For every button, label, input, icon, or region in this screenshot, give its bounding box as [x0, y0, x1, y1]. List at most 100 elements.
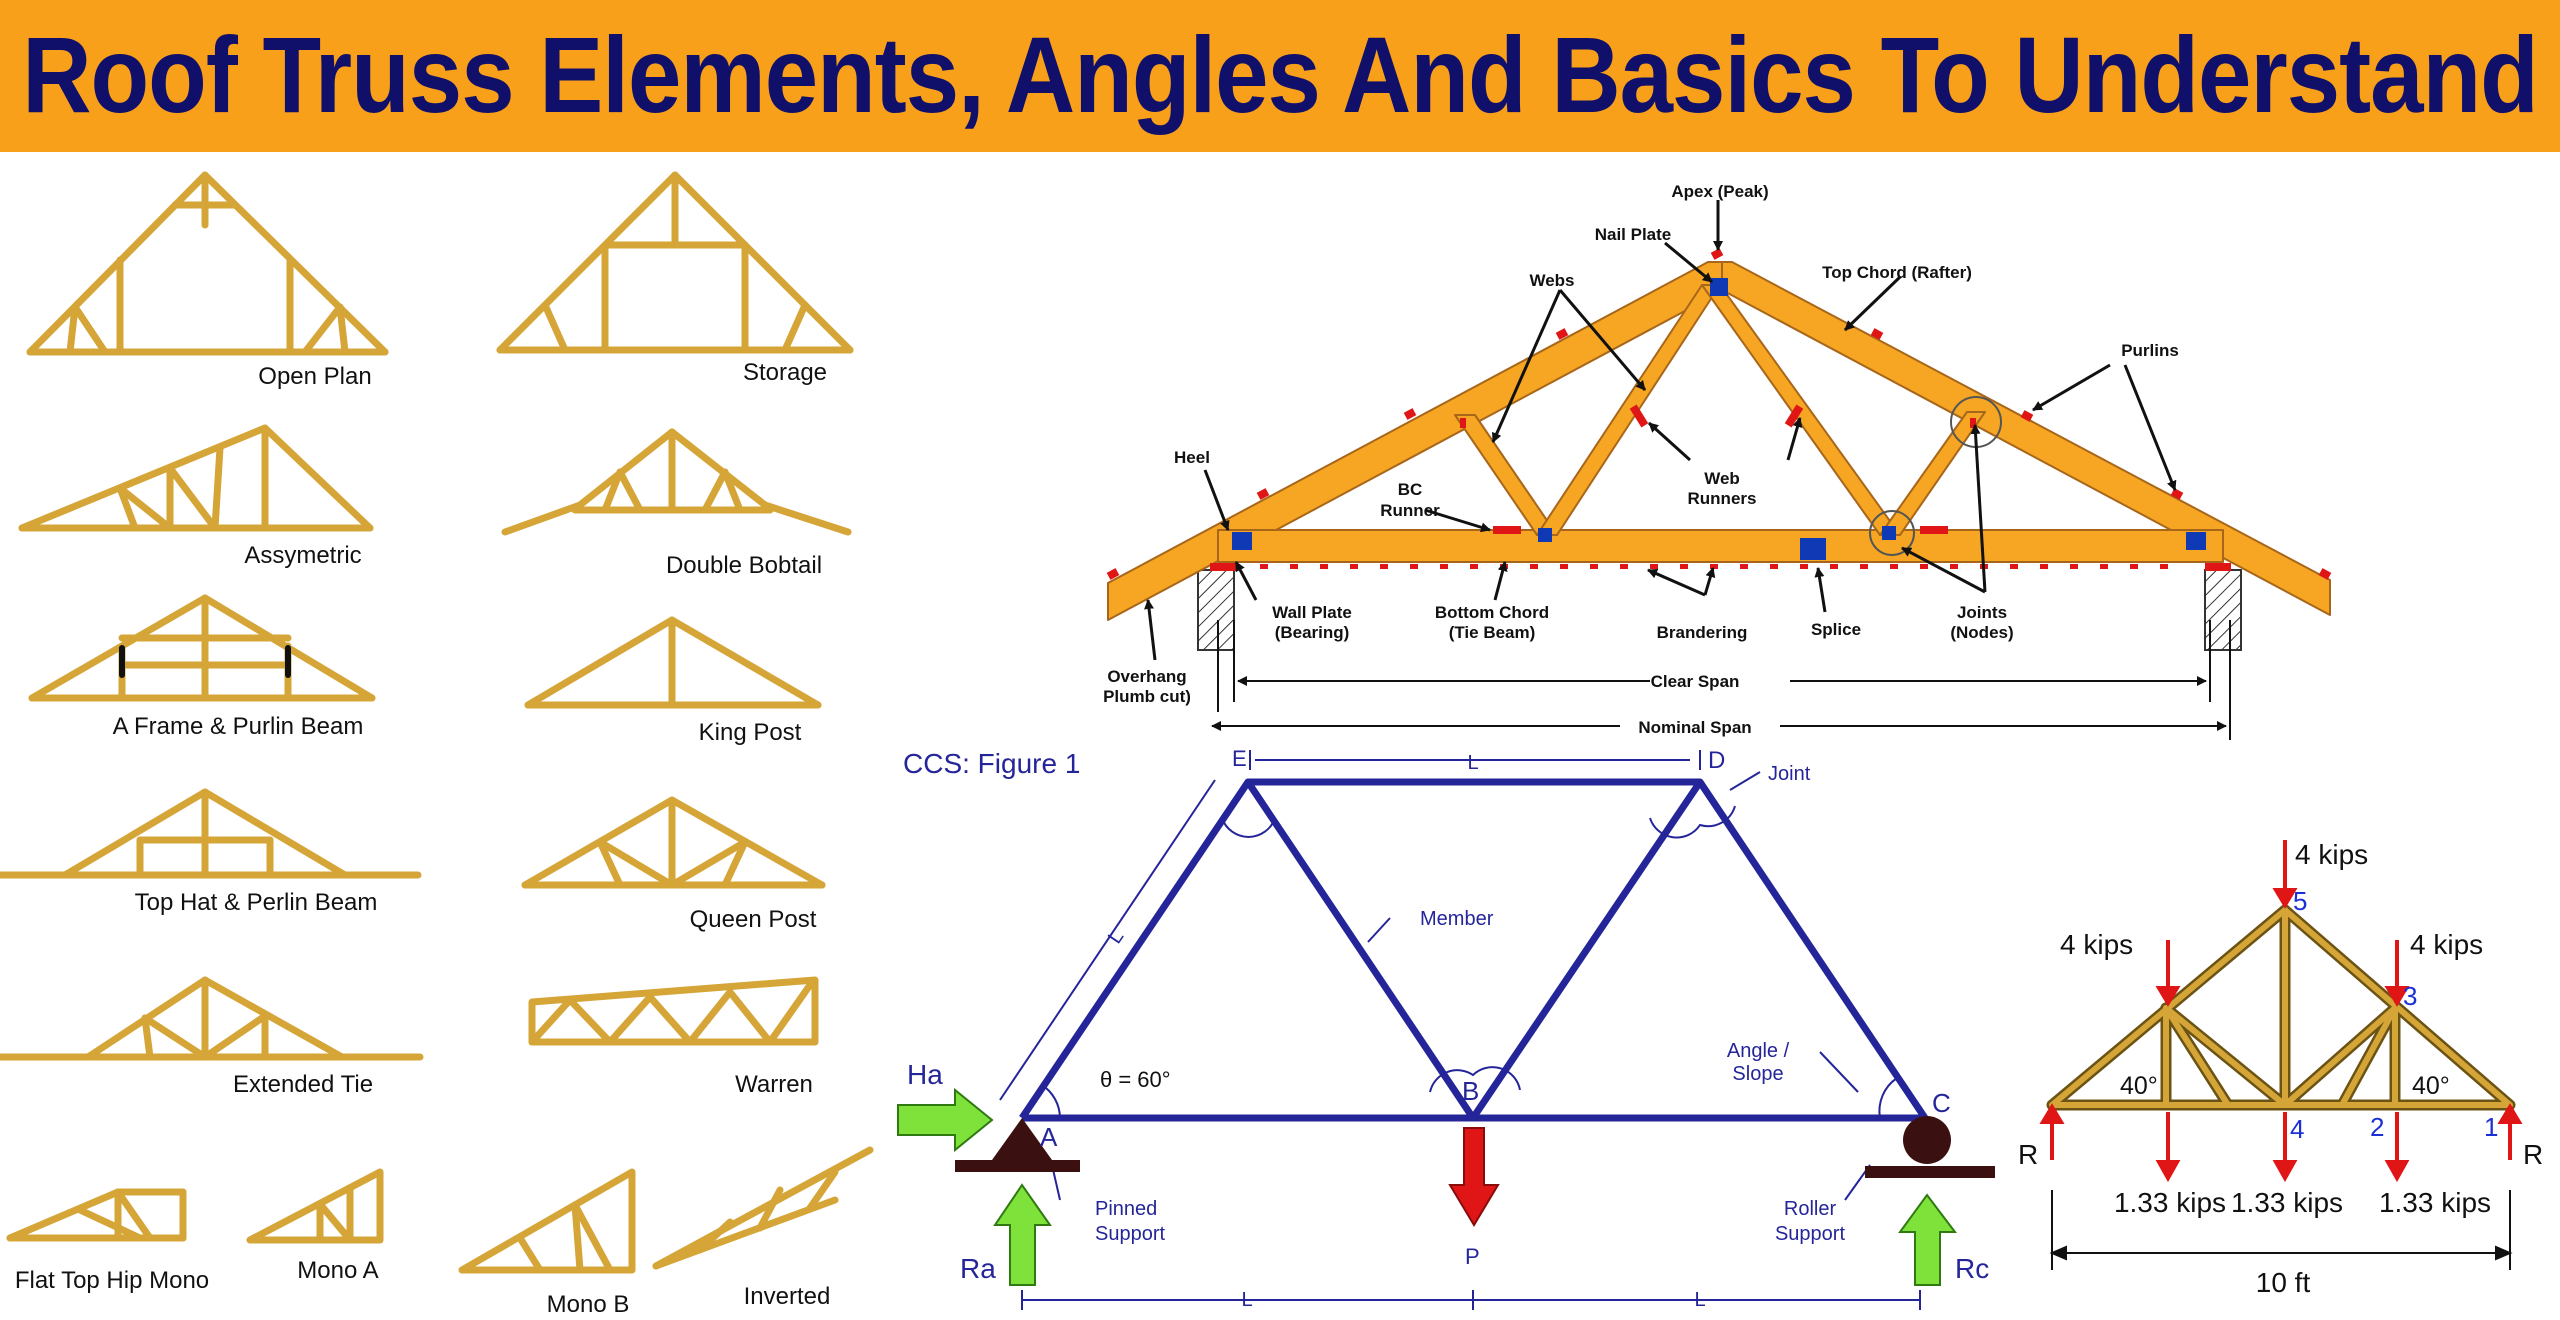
- open-plan-truss: [26, 171, 389, 356]
- a-frame-label: A Frame & Purlin Beam: [113, 713, 364, 740]
- kips-truss-diagram: 4 kips 4 kips 4 kips 40° 40° R R 1.33 ki…: [2018, 839, 2543, 1298]
- nail-plates: [1232, 278, 2206, 560]
- web-runners-label-2: Runners: [1688, 489, 1757, 508]
- rc-arrow: [1898, 1193, 1958, 1286]
- rc-label: Rc: [1955, 1253, 1989, 1284]
- node-d-label: D: [1708, 747, 1725, 774]
- angle-slope-label-2: Slope: [1732, 1063, 1783, 1085]
- king-post-truss: [524, 616, 822, 709]
- brandering-label: Brandering: [1657, 623, 1748, 642]
- bottom-chord: [1217, 529, 2224, 563]
- web-4: [1879, 411, 1986, 536]
- double-bobtail-label: Double Bobtail: [666, 552, 822, 579]
- webs-label: Webs: [1529, 271, 1574, 290]
- diagram-canvas: Open Plan Storage Assymetric Double Bobt…: [0, 171, 2543, 1318]
- pinned-support-label-1: Pinned: [1095, 1198, 1157, 1220]
- left-wall-support: [1197, 569, 1235, 651]
- a-frame-purlin-blocks: [119, 645, 291, 678]
- p-load-arrow: [1448, 1127, 1500, 1227]
- flat-top-hip-mono-truss: [6, 1188, 187, 1242]
- ccs-figure-label: CCS: Figure 1: [903, 748, 1080, 779]
- purlins-label: Purlins: [2121, 341, 2179, 360]
- page-title: Roof Truss Elements, Angles And Basics T…: [22, 15, 2539, 136]
- queen-post-truss: [521, 796, 826, 889]
- extended-tie-truss: [0, 976, 424, 1061]
- extended-tie-label: Extended Tie: [233, 1071, 373, 1098]
- roller-support-label-1: Roller: [1784, 1198, 1837, 1220]
- truss-elements-diagram: Apex (Peak) Nail Plate Webs Top Chord (R…: [1103, 182, 2332, 740]
- top-chord-label: Top Chord (Rafter): [1822, 263, 1972, 282]
- flat-top-hip-mono-label: Flat Top Hip Mono: [15, 1267, 209, 1294]
- inverted-label: Inverted: [744, 1283, 831, 1310]
- right-reaction-label: R: [2523, 1139, 2543, 1170]
- roller-support-icon: [1903, 1116, 1951, 1164]
- storage-truss: [496, 171, 854, 354]
- left-angle-label: 40°: [2120, 1072, 2158, 1100]
- mono-a-truss: [246, 1168, 384, 1244]
- roller-support-base: [1865, 1166, 1995, 1178]
- ccs-figure-diagram: CCS: Figure 1 E D A B C L L L L Ha Ra Rc…: [897, 746, 1995, 1311]
- mono-b-label: Mono B: [547, 1291, 630, 1318]
- bc-runner-label-2: Runner: [1380, 501, 1440, 520]
- assymetric-truss: [18, 424, 374, 532]
- bc-runner-label-1: BC: [1398, 480, 1423, 499]
- wall-plate-label-2: (Bearing): [1275, 623, 1350, 642]
- node-e-label: E: [1232, 746, 1247, 771]
- joints-label-2: (Nodes): [1950, 623, 2013, 642]
- title-banner: [0, 0, 2560, 152]
- member-label: Member: [1420, 908, 1494, 930]
- left-load-label: 4 kips: [2060, 929, 2133, 960]
- purlin-marks: [1106, 248, 2332, 580]
- inverted-truss: [652, 1146, 874, 1270]
- node-5-label: 5: [2293, 886, 2307, 916]
- node-c-label: C: [1932, 1088, 1951, 1118]
- top-hat-label: Top Hat & Perlin Beam: [135, 889, 378, 916]
- top-load-label: 4 kips: [2295, 839, 2368, 870]
- span-dimensions: [1211, 620, 2231, 740]
- left-reaction-label: R: [2018, 1139, 2038, 1170]
- ra-label: Ra: [960, 1253, 996, 1284]
- heel-label: Heel: [1174, 448, 1210, 467]
- clear-span-label: Clear Span: [1651, 672, 1740, 691]
- theta-label: θ = 60°: [1100, 1067, 1171, 1092]
- kips-load-arrows: [2039, 840, 2523, 1183]
- pinned-support-label-2: Support: [1095, 1223, 1165, 1245]
- kips-span-dimension: [2049, 1190, 2513, 1270]
- ra-arrow: [993, 1183, 1052, 1286]
- ha-label: Ha: [907, 1059, 943, 1090]
- mono-b-truss: [458, 1168, 636, 1274]
- overhang-label-1: Overhang: [1107, 667, 1186, 686]
- down-load-label-1: 1.33 kips: [2114, 1187, 2226, 1218]
- splice-label: Splice: [1811, 620, 1861, 639]
- ha-arrow: [897, 1087, 994, 1153]
- double-bobtail-truss: [501, 428, 852, 536]
- pinned-support-icon: [992, 1118, 1052, 1160]
- length-bottom-label-2: L: [1694, 1289, 1705, 1311]
- down-load-label-3: 1.33 kips: [2379, 1187, 2491, 1218]
- right-load-label: 4 kips: [2410, 929, 2483, 960]
- node-1-label: 1: [2484, 1112, 2498, 1142]
- span-label: 10 ft: [2256, 1267, 2311, 1298]
- warren-truss: [528, 976, 819, 1046]
- assymetric-label: Assymetric: [244, 542, 361, 569]
- pinned-support-base: [955, 1160, 1080, 1172]
- length-bottom-label-1: L: [1241, 1289, 1252, 1311]
- web-runners-label-1: Web: [1704, 469, 1740, 488]
- nominal-span-label: Nominal Span: [1638, 718, 1751, 737]
- web-1: [1454, 414, 1558, 536]
- king-post-label: King Post: [699, 719, 802, 746]
- bottom-chord-label-2: (Tie Beam): [1449, 623, 1536, 642]
- element-callouts: [1144, 200, 2177, 661]
- open-plan-label: Open Plan: [258, 363, 371, 390]
- overhang-label-2: Plumb cut): [1103, 687, 1191, 706]
- queen-post-label: Queen Post: [690, 906, 817, 933]
- joint-label: Joint: [1768, 763, 1811, 785]
- nail-plate-label: Nail Plate: [1595, 225, 1672, 244]
- node-2-label: 2: [2370, 1112, 2384, 1142]
- p-label: P: [1465, 1244, 1480, 1269]
- length-top-label: L: [1467, 752, 1478, 774]
- node-a-label: A: [1040, 1122, 1058, 1152]
- down-load-label-2: 1.33 kips: [2231, 1187, 2343, 1218]
- bottom-chord-label-1: Bottom Chord: [1435, 603, 1549, 622]
- storage-label: Storage: [743, 359, 827, 386]
